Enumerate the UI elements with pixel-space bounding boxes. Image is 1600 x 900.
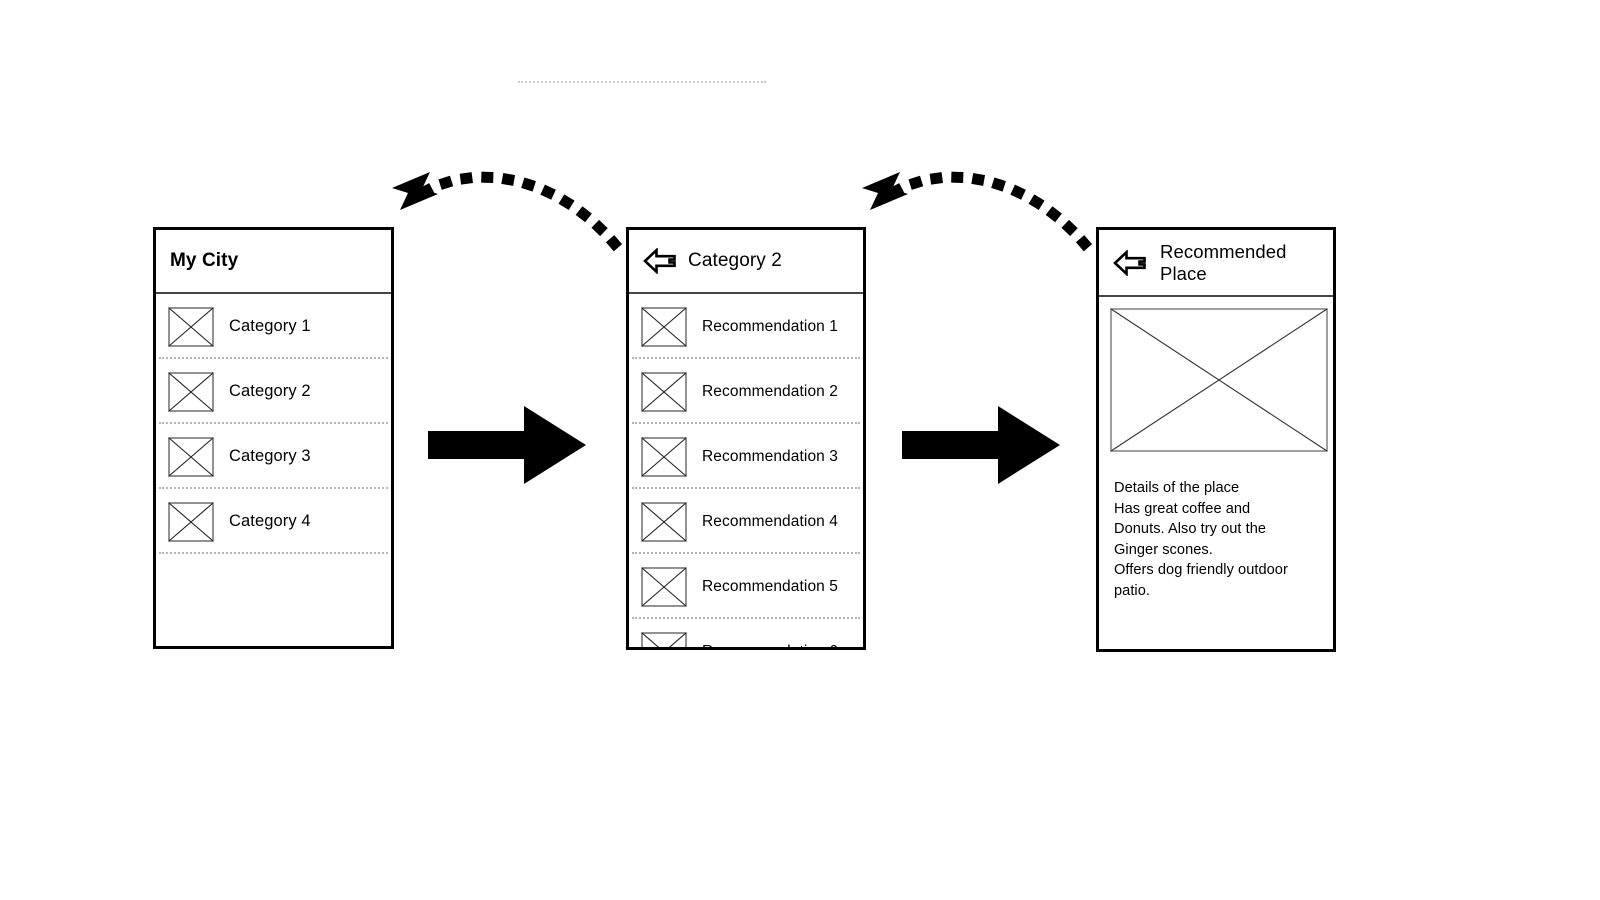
image-placeholder-icon bbox=[641, 631, 687, 647]
list-item-label: Recommendation 5 bbox=[702, 577, 839, 595]
forward-arrow-1 bbox=[428, 406, 586, 484]
detail-body: Details of the place Has great coffee an… bbox=[1099, 297, 1333, 602]
category-2-header: Category 2 bbox=[629, 230, 863, 294]
list-item-label: Recommendation 4 bbox=[702, 512, 839, 530]
place-details-text: Details of the place Has great coffee an… bbox=[1114, 480, 1288, 599]
forward-arrow-2 bbox=[902, 406, 1060, 484]
faint-dotted-rule bbox=[518, 81, 766, 83]
list-item-label: Recommendation 6 bbox=[702, 643, 838, 648]
page-title: Category 2 bbox=[688, 249, 782, 271]
image-placeholder-icon bbox=[641, 501, 687, 542]
image-placeholder-icon bbox=[168, 436, 214, 477]
back-arrow-icon[interactable] bbox=[1113, 249, 1147, 276]
screen-category-2: Category 2 Recommendation 1 Recommendati… bbox=[626, 227, 866, 650]
list-item[interactable]: Category 4 bbox=[156, 489, 391, 554]
list-item-label: Recommendation 1 bbox=[702, 317, 839, 335]
image-placeholder-icon bbox=[168, 306, 214, 347]
list-item[interactable]: Recommendation 4 bbox=[629, 489, 863, 554]
image-placeholder-icon bbox=[641, 436, 687, 477]
list-item[interactable]: Recommendation 1 bbox=[629, 294, 863, 359]
screen-recommended-place: Recommended Place Details of the place H… bbox=[1096, 227, 1336, 652]
category-list: Category 1 Category 2 Category 3 bbox=[156, 294, 391, 554]
list-item-label: Category 3 bbox=[229, 447, 311, 465]
list-item[interactable]: Category 2 bbox=[156, 359, 391, 424]
list-item[interactable]: Recommendation 6 bbox=[629, 619, 863, 648]
back-curve-arrow-1 bbox=[392, 171, 626, 256]
back-arrow-icon[interactable] bbox=[643, 248, 677, 274]
image-placeholder-icon bbox=[641, 371, 687, 412]
screen-my-city: My City Category 1 Category 2 bbox=[153, 227, 394, 649]
list-item-label: Category 1 bbox=[229, 317, 311, 335]
list-item-label: Category 4 bbox=[229, 512, 311, 530]
page-title: My City bbox=[170, 249, 239, 271]
image-placeholder-icon bbox=[641, 566, 687, 607]
image-placeholder-icon bbox=[168, 501, 214, 542]
list-item[interactable]: Recommendation 3 bbox=[629, 424, 863, 489]
list-item[interactable]: Category 1 bbox=[156, 294, 391, 359]
list-item-label: Recommendation 2 bbox=[702, 382, 839, 400]
list-item-label: Category 2 bbox=[229, 382, 311, 400]
hero-image-placeholder bbox=[1110, 308, 1328, 452]
list-item[interactable]: Recommendation 5 bbox=[629, 554, 863, 619]
list-item[interactable]: Recommendation 2 bbox=[629, 359, 863, 424]
recommendation-list: Recommendation 1 Recommendation 2 Recomm… bbox=[629, 294, 863, 648]
list-item[interactable]: Category 3 bbox=[156, 424, 391, 489]
recommended-place-header: Recommended Place bbox=[1099, 230, 1333, 297]
my-city-header: My City bbox=[156, 230, 391, 294]
image-placeholder-icon bbox=[641, 306, 687, 347]
list-item-label: Recommendation 3 bbox=[702, 447, 839, 465]
back-curve-arrow-2 bbox=[862, 171, 1096, 256]
image-placeholder-icon bbox=[168, 371, 214, 412]
page-title: Recommended Place bbox=[1160, 240, 1287, 284]
